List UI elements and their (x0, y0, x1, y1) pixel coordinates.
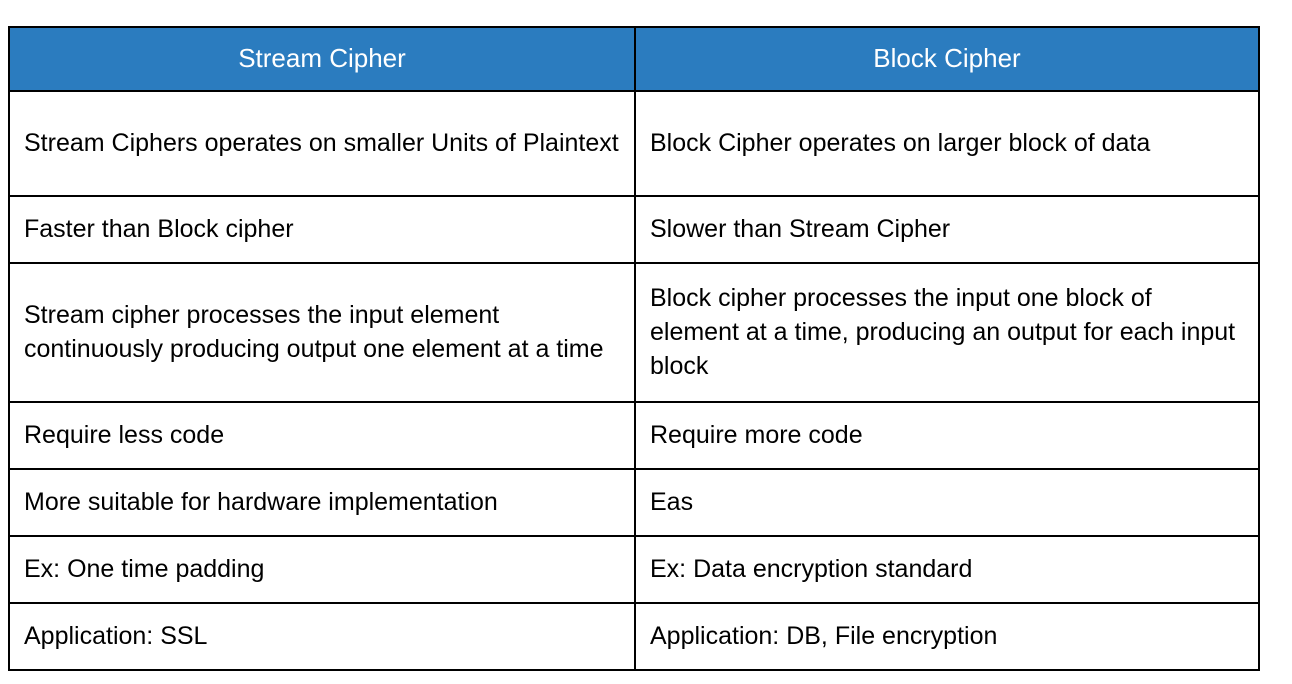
table-row: Stream Ciphers operates on smaller Units… (8, 90, 1260, 197)
cell-text: Slower than Stream Cipher (650, 215, 951, 243)
table-row: Stream cipher processes the input elemen… (8, 262, 1260, 403)
table-row: Require less code Require more code (8, 401, 1260, 470)
table-row: Ex: One time padding Ex: Data encryption… (8, 535, 1260, 604)
comparison-table: Stream Cipher Block Cipher Stream Cipher… (8, 26, 1260, 671)
cell-text: Ex: One time padding (24, 555, 265, 583)
table-header-row: Stream Cipher Block Cipher (8, 26, 1260, 92)
cell-text: Ex: Data encryption standard (650, 555, 973, 583)
column-header-block-cipher: Block Cipher (634, 26, 1260, 92)
cell-text: Stream cipher processes the input elemen… (24, 301, 604, 363)
cell-stream-5: Ex: One time padding (8, 535, 636, 604)
cell-stream-3: Require less code (8, 401, 636, 470)
cell-stream-1: Faster than Block cipher (8, 195, 636, 264)
cell-text: Application: SSL (24, 622, 208, 650)
cell-text: Eas (650, 488, 694, 516)
cell-stream-2: Stream cipher processes the input elemen… (8, 262, 636, 403)
cell-block-2: Block cipher processes the input one blo… (634, 262, 1260, 403)
table-header: Stream Cipher Block Cipher (8, 26, 1260, 92)
cell-block-4: Eas (634, 468, 1260, 537)
cell-text: More suitable for hardware implementatio… (24, 488, 498, 516)
table-row: Application: SSL Application: DB, File e… (8, 602, 1260, 671)
cell-stream-4: More suitable for hardware implementatio… (8, 468, 636, 537)
cell-stream-0: Stream Ciphers operates on smaller Units… (8, 90, 636, 197)
cell-block-6: Application: DB, File encryption (634, 602, 1260, 671)
cell-text: Block Cipher operates on larger block of… (650, 129, 1151, 157)
table-row: Faster than Block cipher Slower than Str… (8, 195, 1260, 264)
cell-text: Block cipher processes the input one blo… (650, 284, 1236, 380)
column-header-stream-cipher: Stream Cipher (8, 26, 636, 92)
table-row: More suitable for hardware implementatio… (8, 468, 1260, 537)
cell-block-3: Require more code (634, 401, 1260, 470)
table-body: Stream Ciphers operates on smaller Units… (8, 90, 1260, 671)
cell-text: Faster than Block cipher (24, 215, 294, 243)
cell-text: Require more code (650, 421, 863, 449)
cell-block-0: Block Cipher operates on larger block of… (634, 90, 1260, 197)
cell-text: Require less code (24, 421, 225, 449)
cell-block-1: Slower than Stream Cipher (634, 195, 1260, 264)
cell-stream-6: Application: SSL (8, 602, 636, 671)
cell-text: Stream Ciphers operates on smaller Units… (24, 129, 619, 157)
cell-block-5: Ex: Data encryption standard (634, 535, 1260, 604)
cell-text: Application: DB, File encryption (650, 622, 998, 650)
